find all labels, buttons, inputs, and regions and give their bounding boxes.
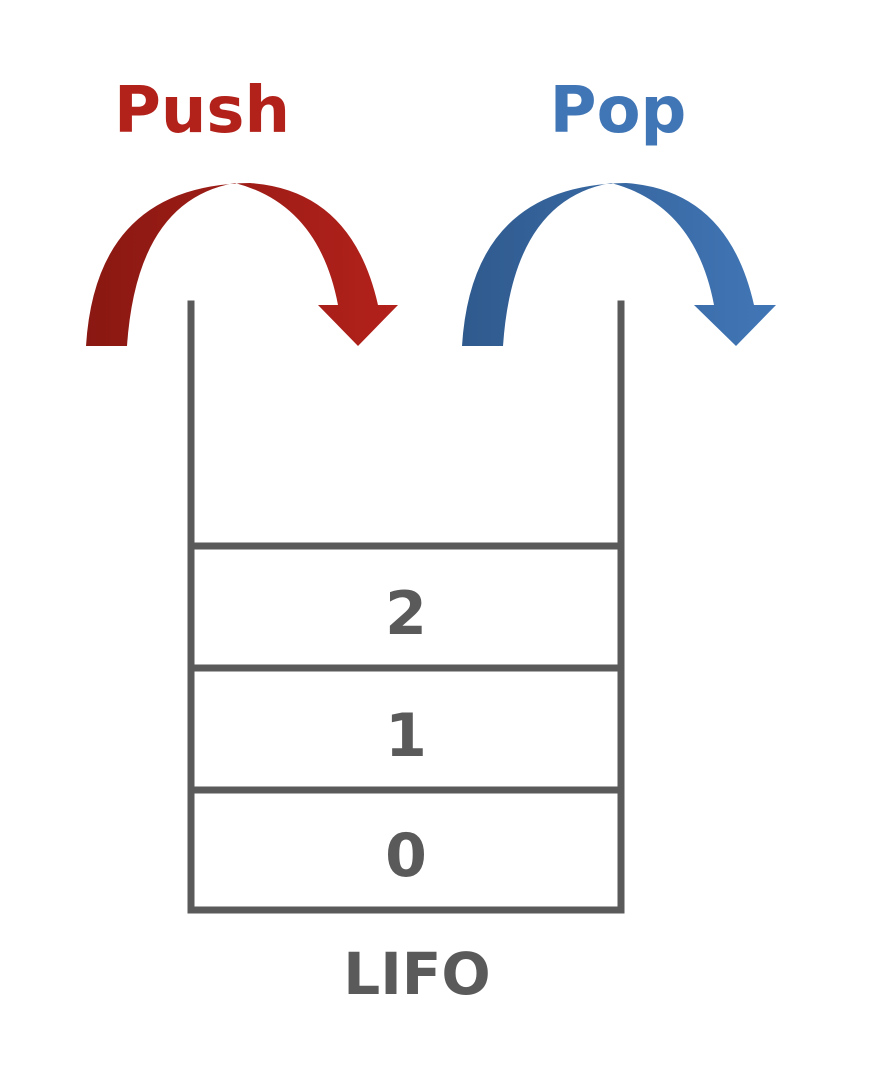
stack-item-2: 2 xyxy=(385,579,427,649)
pop-arrow-icon xyxy=(462,183,776,346)
stack-container xyxy=(187,300,625,914)
push-arrow-icon xyxy=(86,183,398,346)
pop-label: Pop xyxy=(550,74,687,148)
stack-item-1: 1 xyxy=(385,701,427,771)
push-label: Push xyxy=(114,74,290,148)
stack-item-0: 0 xyxy=(385,821,427,891)
lifo-caption: LIFO xyxy=(343,940,490,1008)
